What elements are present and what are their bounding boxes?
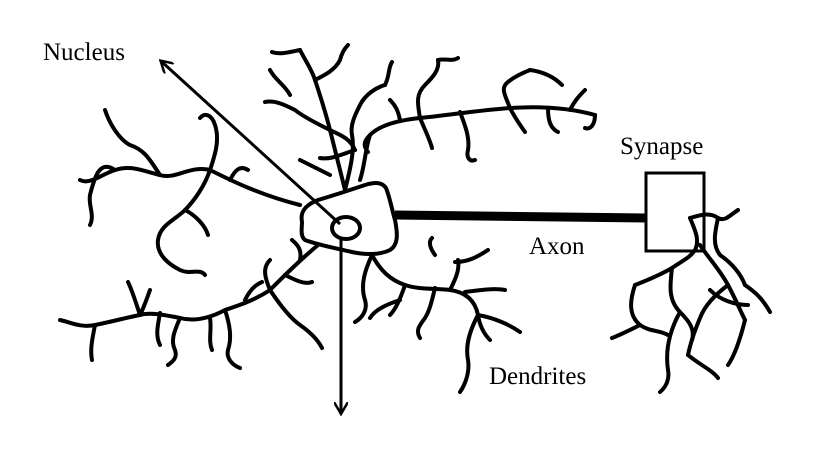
nucleus [330, 215, 362, 241]
dendrites-lower-middle [353, 236, 522, 394]
axon-terminals [610, 208, 772, 394]
nucleus-label: Nucleus [43, 39, 125, 66]
dendrites-label: Dendrites [489, 363, 587, 390]
cell-body [299, 181, 399, 257]
axon-label: Axon [529, 233, 585, 260]
axon [394, 210, 646, 223]
nucleus-pointer-arrow [162, 62, 342, 226]
dendrites-lower-left [58, 238, 324, 370]
dendrites-upper-right [358, 56, 597, 182]
dendrites-upper-left [78, 108, 302, 277]
dendrites-upper-middle [263, 43, 394, 192]
synapse-label: Synapse [620, 133, 704, 160]
synapse-box [644, 171, 706, 253]
